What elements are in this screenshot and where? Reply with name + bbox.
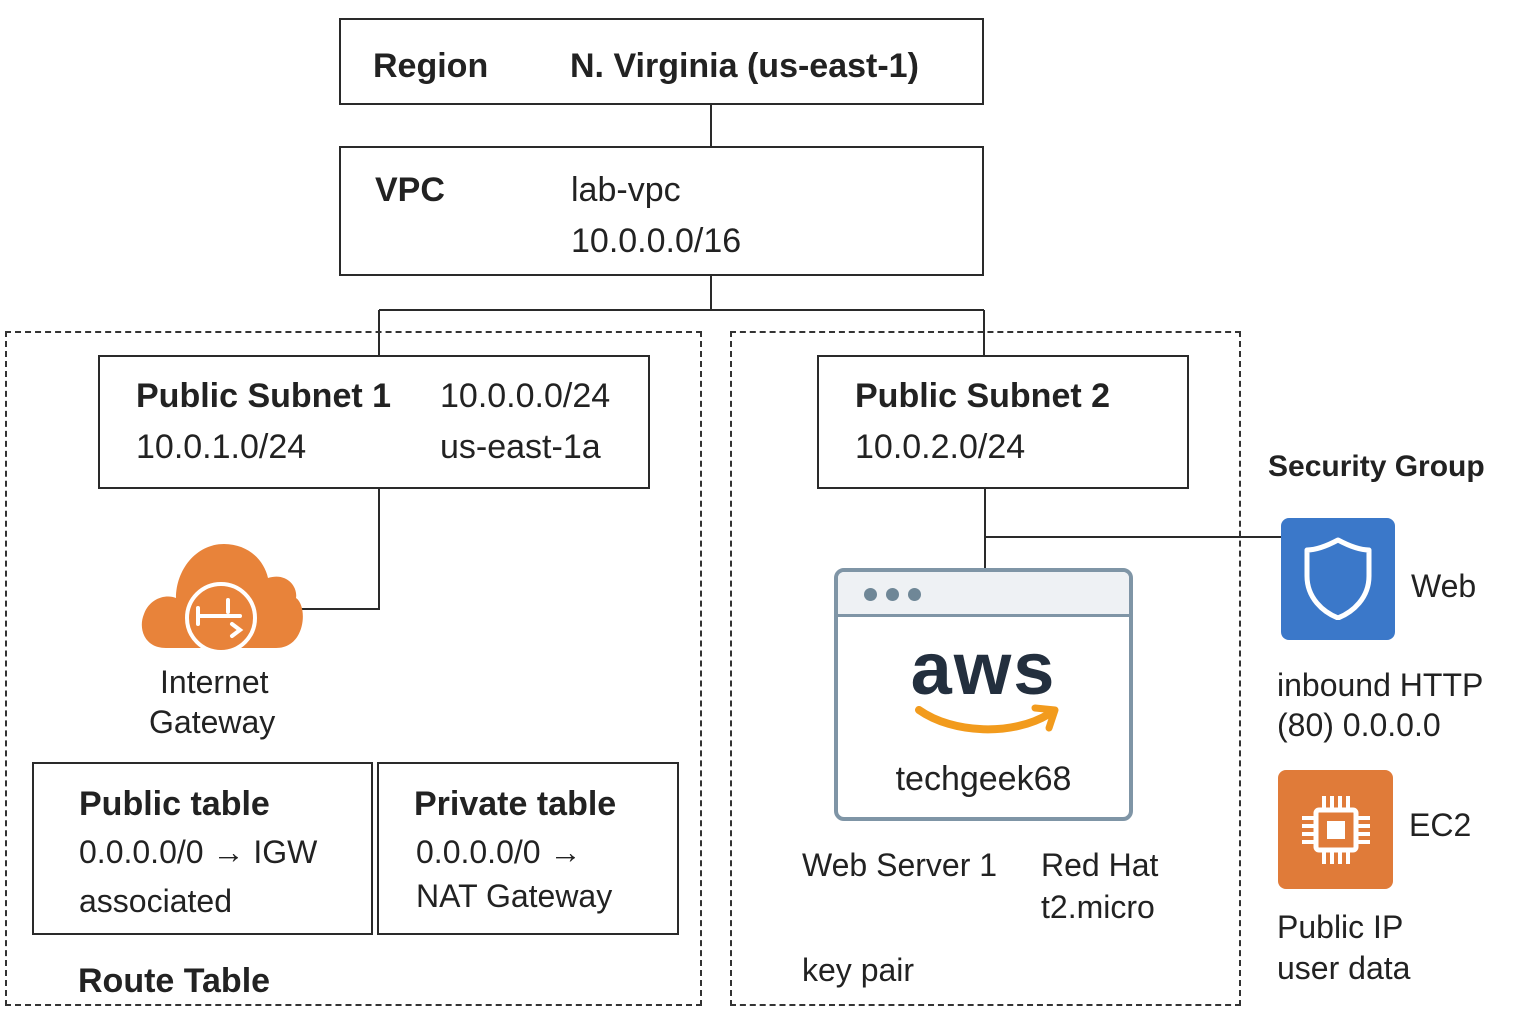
vpc-cidr: 10.0.0.0/16	[571, 222, 742, 260]
private-table-target: NAT Gateway	[416, 878, 613, 914]
security-group-title: Security Group	[1268, 450, 1485, 483]
aws-smile-icon	[915, 704, 1059, 734]
internet-gateway-cloud-icon[interactable]	[136, 536, 306, 656]
vpc-label: VPC	[375, 171, 445, 209]
public-route-table-box[interactable]: Public table 0.0.0.0/0 → IGW associated	[32, 762, 373, 935]
security-group-rule-line-2: (80) 0.0.0.0	[1277, 707, 1441, 743]
ec2-tile[interactable]	[1278, 770, 1393, 889]
vpc-name: lab-vpc	[571, 171, 681, 209]
availability-zone-right	[730, 331, 1241, 1006]
shield-icon	[1304, 537, 1372, 620]
window-dot-1-icon	[864, 588, 877, 601]
region-label: Region	[373, 47, 489, 85]
public-subnet-1-box[interactable]: Public Subnet 1 10.0.1.0/24 10.0.0.0/24 …	[98, 355, 650, 489]
ec2-label: EC2	[1409, 807, 1472, 843]
subnet-1-cidr: 10.0.1.0/24	[136, 428, 307, 466]
window-dot-2-icon	[886, 588, 899, 601]
igw-label-line-1: Internet	[160, 664, 269, 700]
aws-logo-text: aws	[910, 627, 1057, 710]
server-instance-type: t2.micro	[1041, 889, 1155, 925]
region-value: N. Virginia (us-east-1)	[570, 47, 919, 85]
window-titlebar	[838, 572, 1129, 617]
window-dot-3-icon	[908, 588, 921, 601]
public-table-note: associated	[79, 883, 232, 919]
private-table-route: 0.0.0.0/0 →	[416, 834, 582, 870]
subnet-2-cidr: 10.0.2.0/24	[855, 428, 1026, 466]
server-os: Red Hat	[1041, 847, 1159, 883]
public-subnet-2-box[interactable]: Public Subnet 2 10.0.2.0/24	[817, 355, 1189, 489]
server-key-pair: key pair	[802, 952, 915, 988]
route-table-label: Route Table	[78, 962, 271, 1000]
server-title: Web Server 1	[802, 847, 998, 883]
public-table-route: 0.0.0.0/0 → IGW	[79, 834, 318, 870]
availability-zone-left	[5, 331, 702, 1006]
subnet-2-title: Public Subnet 2	[855, 377, 1111, 415]
vpc-box[interactable]: VPC lab-vpc 10.0.0.0/16	[339, 146, 984, 276]
subnet-1-title: Public Subnet 1	[136, 377, 392, 415]
subnet-1-cidr-extra: 10.0.0.0/24	[440, 377, 611, 415]
security-group-name: Web	[1411, 568, 1477, 604]
region-box[interactable]: Region N. Virginia (us-east-1)	[339, 18, 984, 105]
security-group-rule-line-1: inbound HTTP	[1277, 667, 1484, 703]
subnet-1-az: us-east-1a	[440, 428, 601, 466]
public-table-title: Public table	[79, 785, 270, 823]
ec2-public-ip: Public IP	[1277, 909, 1404, 945]
igw-label-line-2: Gateway	[149, 704, 276, 740]
web-server-window[interactable]: aws techgeek68	[834, 568, 1133, 821]
chip-icon	[1302, 796, 1370, 864]
private-table-title: Private table	[414, 785, 617, 823]
ec2-user-data: user data	[1277, 950, 1411, 986]
private-route-table-box[interactable]: Private table 0.0.0.0/0 → NAT Gateway	[377, 762, 679, 935]
server-hostname: techgeek68	[895, 760, 1072, 798]
security-group-tile[interactable]	[1281, 518, 1395, 640]
